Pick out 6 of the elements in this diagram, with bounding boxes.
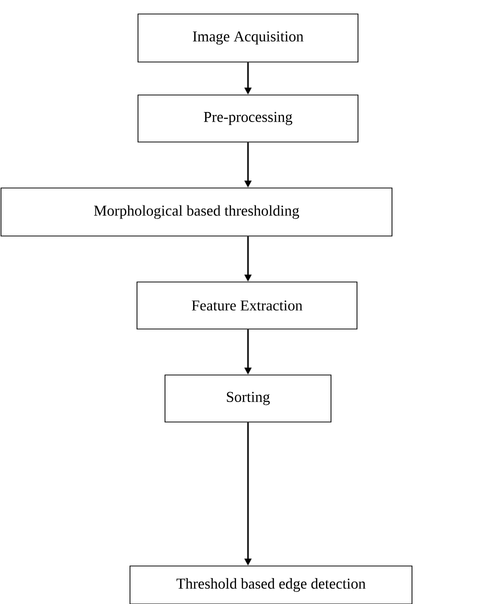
- process-box: Feature Extraction: [136, 282, 358, 330]
- process-box: Pre-processing: [138, 94, 358, 142]
- process-box: Image Acquisition: [138, 14, 358, 62]
- process-box: Threshold based edge detection: [130, 566, 412, 604]
- process-box: Morphological based thresholding: [0, 188, 392, 236]
- process-box: Sorting: [164, 374, 332, 422]
